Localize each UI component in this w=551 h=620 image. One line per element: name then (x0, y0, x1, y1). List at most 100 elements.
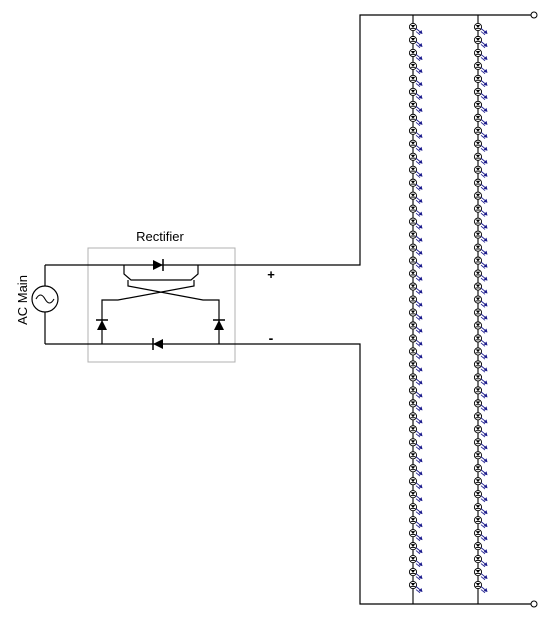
led-strings (408, 15, 488, 604)
led-icon (408, 282, 423, 295)
led-icon (473, 48, 488, 62)
led-icon (473, 35, 488, 49)
led-icon (473, 308, 488, 321)
led-icon (408, 438, 423, 451)
led-icon (408, 178, 423, 191)
led-icon (408, 243, 423, 256)
led-icon (408, 451, 423, 464)
led-icon (473, 516, 488, 529)
rectifier-diode-bottom (152, 338, 163, 350)
led-icon (473, 282, 488, 295)
terminal-bottom-icon (530, 600, 538, 608)
led-icon (473, 321, 488, 334)
led-icon (408, 425, 423, 438)
led-icon (473, 425, 488, 438)
rectifier-diode-top (153, 259, 164, 271)
led-icon (408, 464, 423, 477)
led-icon (408, 35, 423, 49)
led-icon (408, 295, 423, 308)
led-icon (473, 139, 488, 152)
led-icon (408, 217, 423, 230)
led-icon (408, 100, 423, 113)
led-icon (473, 580, 488, 594)
led-string-1 (408, 15, 423, 604)
led-icon (473, 178, 488, 191)
led-icon (473, 243, 488, 256)
led-icon (473, 477, 488, 490)
rectifier-diode-left (96, 319, 108, 330)
led-icon (473, 22, 488, 36)
led-icon (408, 490, 423, 503)
led-icon (408, 269, 423, 282)
led-icon (408, 503, 423, 516)
rectifier-diode-right (213, 319, 225, 330)
led-icon (408, 542, 423, 555)
ac-main-label: AC Main (15, 275, 30, 325)
led-icon (473, 230, 488, 243)
led-icon (473, 165, 488, 178)
led-icon (408, 22, 423, 36)
led-icon (408, 373, 423, 386)
led-icon (408, 113, 423, 126)
led-icon (408, 204, 423, 217)
led-icon (408, 516, 423, 529)
led-icon (408, 48, 423, 62)
led-icon (408, 386, 423, 399)
wiring (45, 14, 531, 605)
led-icon (473, 464, 488, 477)
led-icon (408, 360, 423, 373)
led-icon (473, 74, 488, 88)
led-icon (408, 412, 423, 425)
led-string-2 (473, 15, 488, 604)
led-icon (408, 555, 423, 568)
led-icon (473, 217, 488, 230)
led-icon (408, 61, 423, 75)
positive-label: + (267, 267, 275, 282)
led-icon (408, 152, 423, 165)
led-icon (473, 295, 488, 308)
led-icon (408, 334, 423, 347)
led-icon (408, 308, 423, 321)
led-icon (473, 360, 488, 373)
led-icon (408, 256, 423, 269)
terminal-top-icon (530, 11, 538, 19)
led-icon (408, 477, 423, 490)
led-icon (408, 580, 423, 594)
led-icon (473, 542, 488, 555)
led-icon (473, 87, 488, 100)
led-icon (408, 165, 423, 178)
led-icon (473, 503, 488, 516)
led-icon (408, 191, 423, 204)
led-icon (473, 334, 488, 347)
led-icon (473, 204, 488, 217)
led-icon (408, 230, 423, 243)
led-icon (408, 399, 423, 412)
led-icon (473, 412, 488, 425)
led-icon (473, 191, 488, 204)
led-icon (473, 555, 488, 568)
led-icon (473, 256, 488, 269)
led-icon (473, 438, 488, 451)
rectifier-label: Rectifier (136, 229, 184, 244)
led-icon (473, 451, 488, 464)
led-icon (473, 269, 488, 282)
led-icon (408, 321, 423, 334)
led-icon (473, 567, 488, 581)
led-icon (408, 87, 423, 100)
negative-label: - (269, 330, 274, 346)
led-icon (473, 113, 488, 126)
led-icon (473, 152, 488, 165)
rectifier-box (87, 247, 236, 363)
led-icon (408, 126, 423, 139)
led-icon (473, 126, 488, 139)
led-icon (473, 347, 488, 360)
led-icon (408, 139, 423, 152)
led-icon (473, 100, 488, 113)
led-icon (473, 399, 488, 412)
led-icon (473, 386, 488, 399)
ac-source-icon (31, 265, 59, 344)
led-icon (473, 529, 488, 542)
led-icon (473, 61, 488, 75)
led-icon (408, 529, 423, 542)
